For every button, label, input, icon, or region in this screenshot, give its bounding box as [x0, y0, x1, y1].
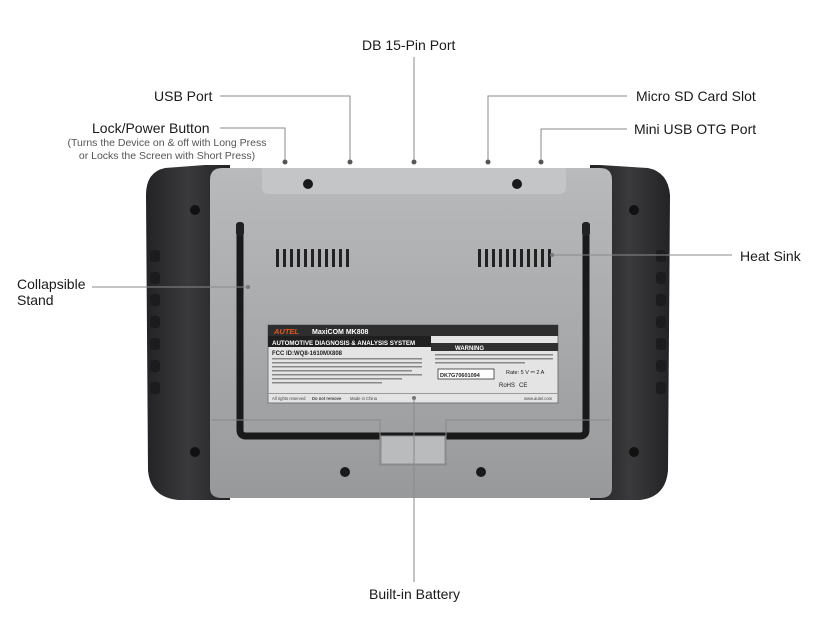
bumper-grip-ridges: [150, 250, 666, 394]
plate-ce: CE: [519, 383, 527, 389]
plate-made-in: Made in China: [350, 396, 378, 401]
plate-system: AUTOMOTIVE DIAGNOSIS & ANALYSIS SYSTEM: [272, 340, 415, 347]
battery-cover: [212, 419, 610, 466]
left-bumper: [146, 165, 230, 500]
plate-warning: WARNING: [455, 346, 484, 352]
plate-fcc: FCC ID:WQ8-1610MX808: [272, 351, 343, 357]
port-markers: [282, 159, 544, 165]
callout-built-in-battery: Built-in Battery: [369, 586, 461, 602]
callout-stand: Stand: [17, 292, 54, 308]
callout-usb-port: USB Port: [154, 88, 213, 104]
plate-serial: DK7G70601094: [440, 373, 481, 379]
callout-db15-port: DB 15-Pin Port: [362, 37, 456, 53]
callout-collapsible: Collapsible: [17, 276, 86, 292]
callout-micro-sd-slot: Micro SD Card Slot: [636, 88, 756, 104]
body-screws: [303, 179, 522, 477]
plate-rights: All rights reserved: [272, 396, 306, 401]
plate-rate: Rate: 5 V ⎓ 2 A: [506, 370, 545, 376]
top-ledge: [262, 168, 566, 194]
plate-brand: AUTEL: [273, 327, 299, 336]
callout-lock-power-button: Lock/Power Button: [92, 120, 210, 136]
leader-endpoints: [246, 253, 554, 400]
plate-model: MaxiCOM MK808: [312, 329, 369, 336]
label-fine-print: [272, 354, 553, 384]
plate-rohs: RoHS: [499, 383, 515, 389]
callout-lock-power-note-1: (Turns the Device on & off with Long Pre…: [67, 137, 267, 149]
callout-mini-usb-otg-port: Mini USB OTG Port: [634, 121, 757, 137]
heat-sink-vents: [276, 249, 551, 267]
plate-website: www.autel.com: [524, 396, 553, 401]
callout-lock-power-note-2: or Locks the Screen with Short Press): [78, 150, 256, 162]
leader-lines: [92, 57, 732, 582]
plate-do-not-remove: Do not remove: [312, 396, 342, 401]
callout-heat-sink: Heat Sink: [740, 248, 801, 264]
bumper-screws: [190, 205, 639, 457]
